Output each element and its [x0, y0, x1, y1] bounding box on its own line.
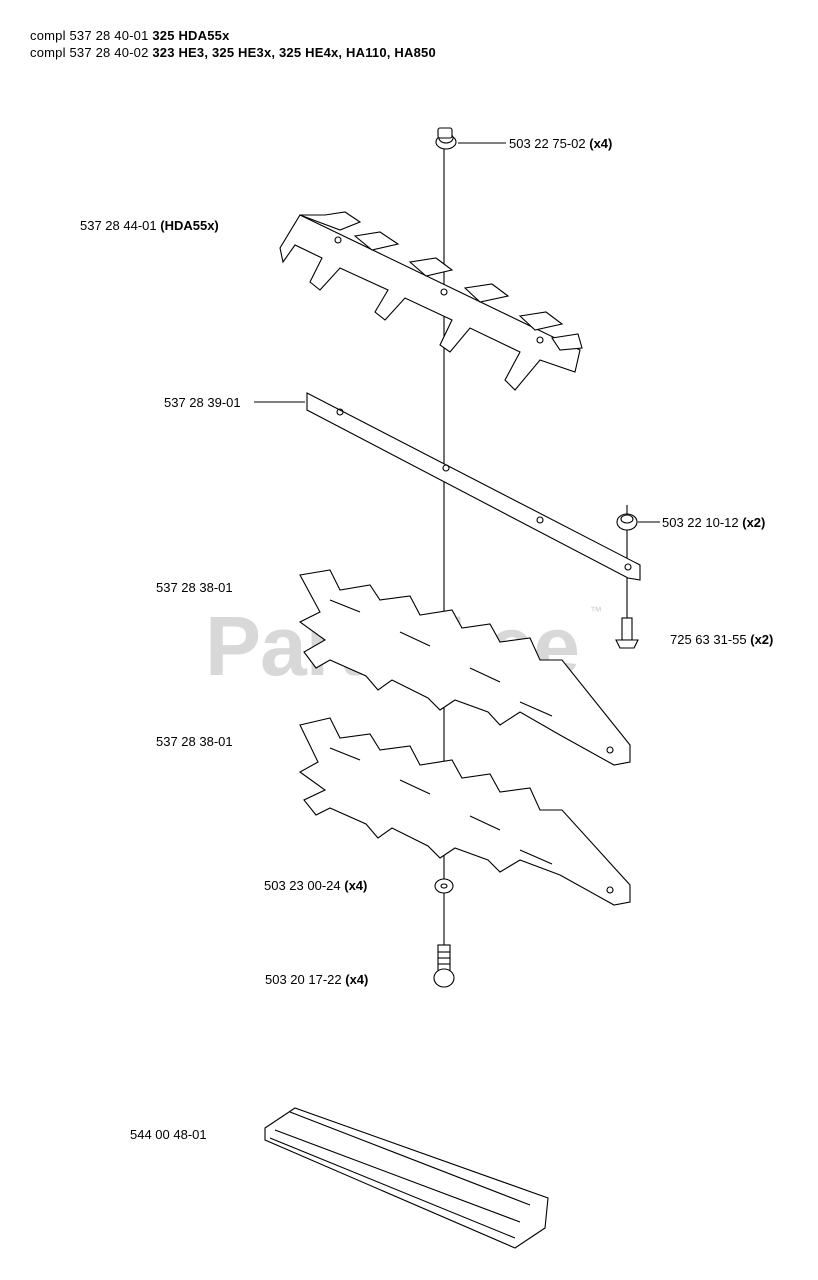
header-part-number: 537 28 40-01 [69, 28, 149, 43]
part-number: 725 63 31-55 [670, 632, 747, 647]
part-label: 544 00 48-01 [130, 1127, 207, 1142]
part-number: 503 23 00-24 [264, 878, 341, 893]
part-number: 537 28 38-01 [156, 580, 233, 595]
header-prefix: compl [30, 45, 66, 60]
part-label: 537 28 39-01 [164, 395, 241, 410]
part-label: 537 28 38-01 [156, 734, 233, 749]
part-number: 537 28 38-01 [156, 734, 233, 749]
connecting-bar-part [306, 392, 641, 581]
part-label: 537 28 44-01 (HDA55x) [80, 218, 219, 233]
part-label: 503 20 17-22 (x4) [265, 972, 368, 987]
part-qty: (HDA55x) [160, 218, 219, 233]
part-qty: (x4) [345, 972, 369, 987]
upper-blade-part [279, 211, 583, 391]
part-label: 725 63 31-55 (x2) [670, 632, 773, 647]
watermark-trademark: ™ [590, 604, 602, 618]
part-number: 544 00 48-01 [130, 1127, 207, 1142]
part-number: 537 28 44-01 [80, 218, 157, 233]
header-line-2: compl 537 28 40-02 323 HE3, 325 HE3x, 32… [30, 45, 436, 60]
part-number: 503 20 17-22 [265, 972, 342, 987]
part-label: 503 23 00-24 (x4) [264, 878, 367, 893]
part-qty: (x2) [742, 515, 766, 530]
part-number: 503 22 10-12 [662, 515, 739, 530]
part-qty: (x4) [589, 136, 613, 151]
part-label: 503 22 75-02 (x4) [509, 136, 612, 151]
middle-blade-part [298, 569, 631, 766]
nut-part [616, 513, 638, 531]
part-label: 537 28 38-01 [156, 580, 233, 595]
screw-part [615, 617, 639, 649]
header-models: 323 HE3, 325 HE3x, 325 HE4x, HA110, HA85… [152, 45, 436, 60]
nut-part [435, 127, 457, 150]
part-number: 503 22 75-02 [509, 136, 586, 151]
part-label: 503 22 10-12 (x2) [662, 515, 765, 530]
part-number: 537 28 39-01 [164, 395, 241, 410]
header-line-1: compl 537 28 40-01 325 HDA55x [30, 28, 230, 43]
screw-part [433, 944, 455, 988]
blade-guard-part [264, 1107, 549, 1249]
washer-part [434, 878, 454, 894]
part-qty: (x2) [750, 632, 774, 647]
header-part-number: 537 28 40-02 [69, 45, 149, 60]
lower-blade-part [298, 717, 631, 906]
header-prefix: compl [30, 28, 66, 43]
part-qty: (x4) [344, 878, 368, 893]
header-models: 325 HDA55x [152, 28, 230, 43]
